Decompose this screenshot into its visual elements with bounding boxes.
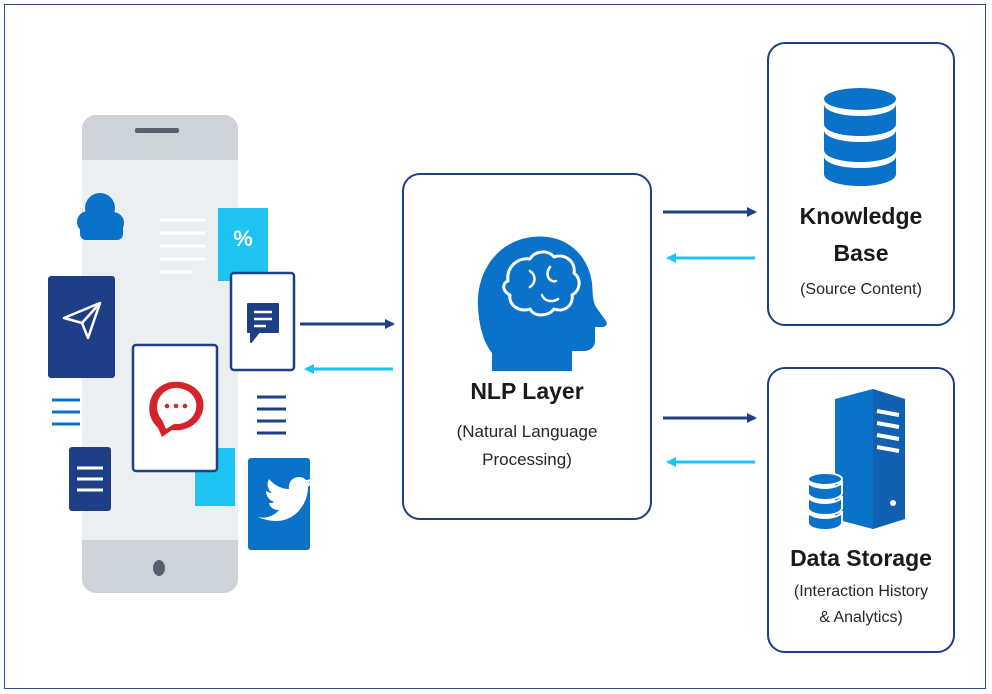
nlp-subtitle-line2: Processing) xyxy=(482,450,572,469)
paper-plane-icon xyxy=(48,276,115,378)
storage-subtitle-line1: (Interaction History xyxy=(793,583,929,600)
percent-icon xyxy=(218,208,268,281)
nlp-title: NLP Layer xyxy=(470,378,584,404)
list-icon xyxy=(52,398,80,426)
knowledge-title-line1: Knowledge xyxy=(799,203,923,229)
brain-head-icon xyxy=(477,236,607,371)
chat-icon xyxy=(229,271,296,372)
messenger-icon xyxy=(131,343,219,473)
percent-label: % xyxy=(233,226,253,251)
server-icon xyxy=(807,389,905,532)
database-icon xyxy=(824,88,896,186)
knowledge-subtitle: (Source Content) xyxy=(800,281,922,298)
storage-subtitle-line2: & Analytics) xyxy=(819,609,903,626)
phone-text-lines xyxy=(160,218,205,274)
phone-home-button xyxy=(153,560,165,576)
data-storage-box: Data Storage (Interaction History & Anal… xyxy=(767,367,955,653)
knowledge-title-line2: Base xyxy=(833,240,889,266)
nlp-layer-box: NLP Layer (Natural Language Processing) xyxy=(402,173,652,520)
document-icon xyxy=(69,447,111,511)
lines-icon xyxy=(257,395,286,435)
twitter-icon xyxy=(248,458,313,550)
knowledge-base-box: Knowledge Base (Source Content) xyxy=(767,42,955,326)
storage-title: Data Storage xyxy=(790,545,932,571)
nlp-subtitle-line1: (Natural Language xyxy=(456,422,598,441)
phone-speaker xyxy=(135,128,179,133)
cloud-icon xyxy=(77,193,124,240)
